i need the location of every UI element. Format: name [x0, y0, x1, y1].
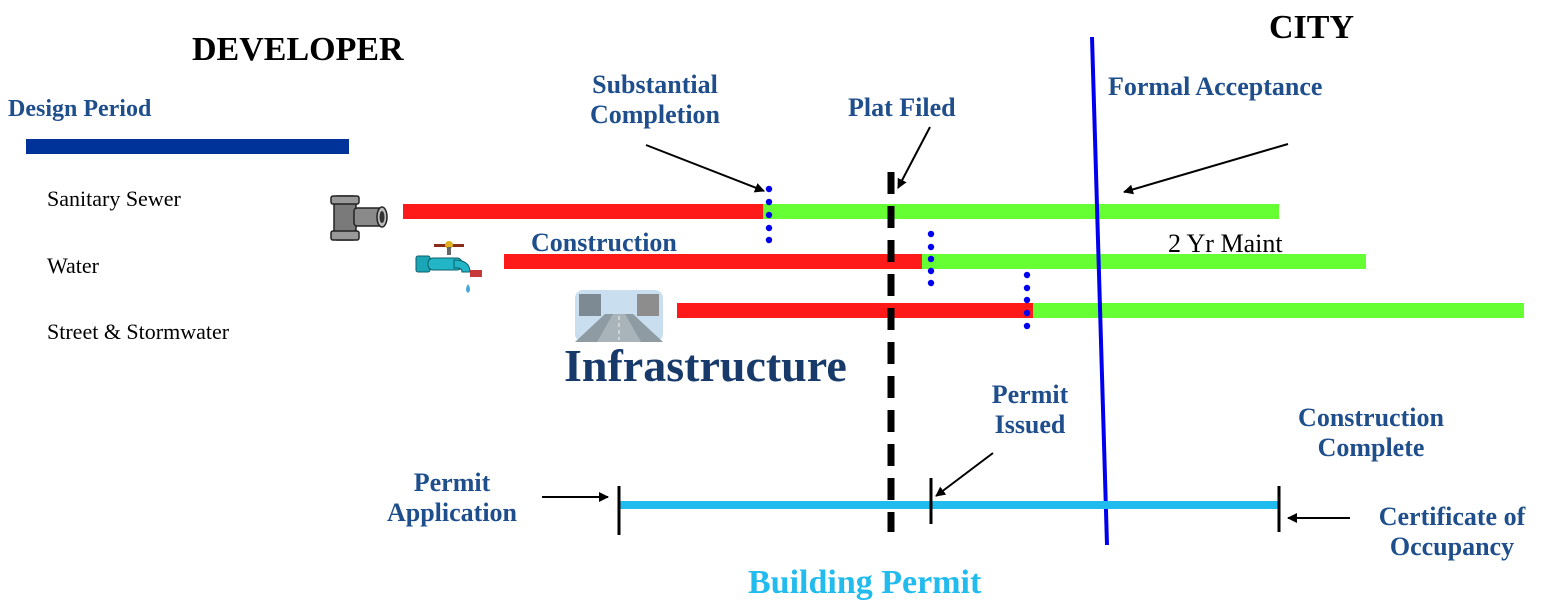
permit-application-label: Permit Application	[362, 468, 542, 528]
sewer-construction-bar	[403, 204, 763, 219]
construction-complete-line1: Construction	[1298, 403, 1444, 432]
design-period-bar	[26, 139, 349, 154]
water-construction-bar	[504, 254, 922, 269]
construction-label: Construction	[531, 228, 677, 257]
construction-complete-line2: Complete	[1317, 432, 1425, 462]
certificate-line1: Certificate of	[1378, 502, 1526, 531]
developer-header: DEVELOPER	[192, 31, 404, 68]
substantial-completion-label: Substantial Completion	[555, 70, 755, 130]
street-photo-icon	[575, 290, 663, 342]
building-permit-title: Building Permit	[748, 564, 982, 601]
street-construction-bar	[677, 303, 1033, 318]
plat-filed-label: Plat Filed	[848, 93, 956, 122]
substantial-completion-arrow	[645, 144, 765, 193]
permit-issued-arrow	[935, 452, 994, 497]
pipe-fitting-icon	[330, 194, 388, 242]
water-maintenance-bar	[922, 254, 1366, 269]
design-period-label: Design Period	[8, 96, 152, 122]
formal-acceptance-label: Formal Acceptance	[1108, 72, 1323, 101]
construction-complete-label: Construction Complete	[1266, 403, 1476, 463]
maintenance-label: 2 Yr Maint	[1168, 229, 1283, 258]
substantial-completion-dots	[765, 185, 1031, 330]
certificate-of-occupancy-label: Certificate of Occupancy	[1350, 502, 1554, 562]
permit-issued-line2: Issued	[994, 409, 1066, 439]
formal-acceptance-arrow	[1123, 143, 1289, 195]
permit-application-line1: Permit	[413, 468, 491, 497]
substantial-completion-line1: Substantial	[592, 70, 718, 99]
utility-label-sewer: Sanitary Sewer	[47, 186, 181, 211]
permit-issued-line1: Permit	[991, 380, 1069, 409]
substantial-completion-line2: Completion	[590, 99, 720, 129]
infrastructure-title: Infrastructure	[564, 340, 847, 391]
plat-filed-arrow	[897, 126, 931, 189]
building-permit-bar	[619, 501, 1279, 509]
utility-label-street: Street & Stormwater	[47, 319, 230, 344]
street-maintenance-bar	[1033, 303, 1524, 318]
formal-acceptance-line	[1090, 36, 1109, 546]
water-faucet-icon	[414, 240, 486, 296]
utility-label-water: Water	[47, 253, 99, 278]
certificate-line2: Occupancy	[1389, 531, 1515, 561]
sewer-maintenance-bar	[763, 204, 1279, 219]
permit-issued-label: Permit Issued	[955, 380, 1105, 440]
permit-application-line2: Application	[386, 497, 518, 527]
city-header: CITY	[1269, 9, 1355, 46]
